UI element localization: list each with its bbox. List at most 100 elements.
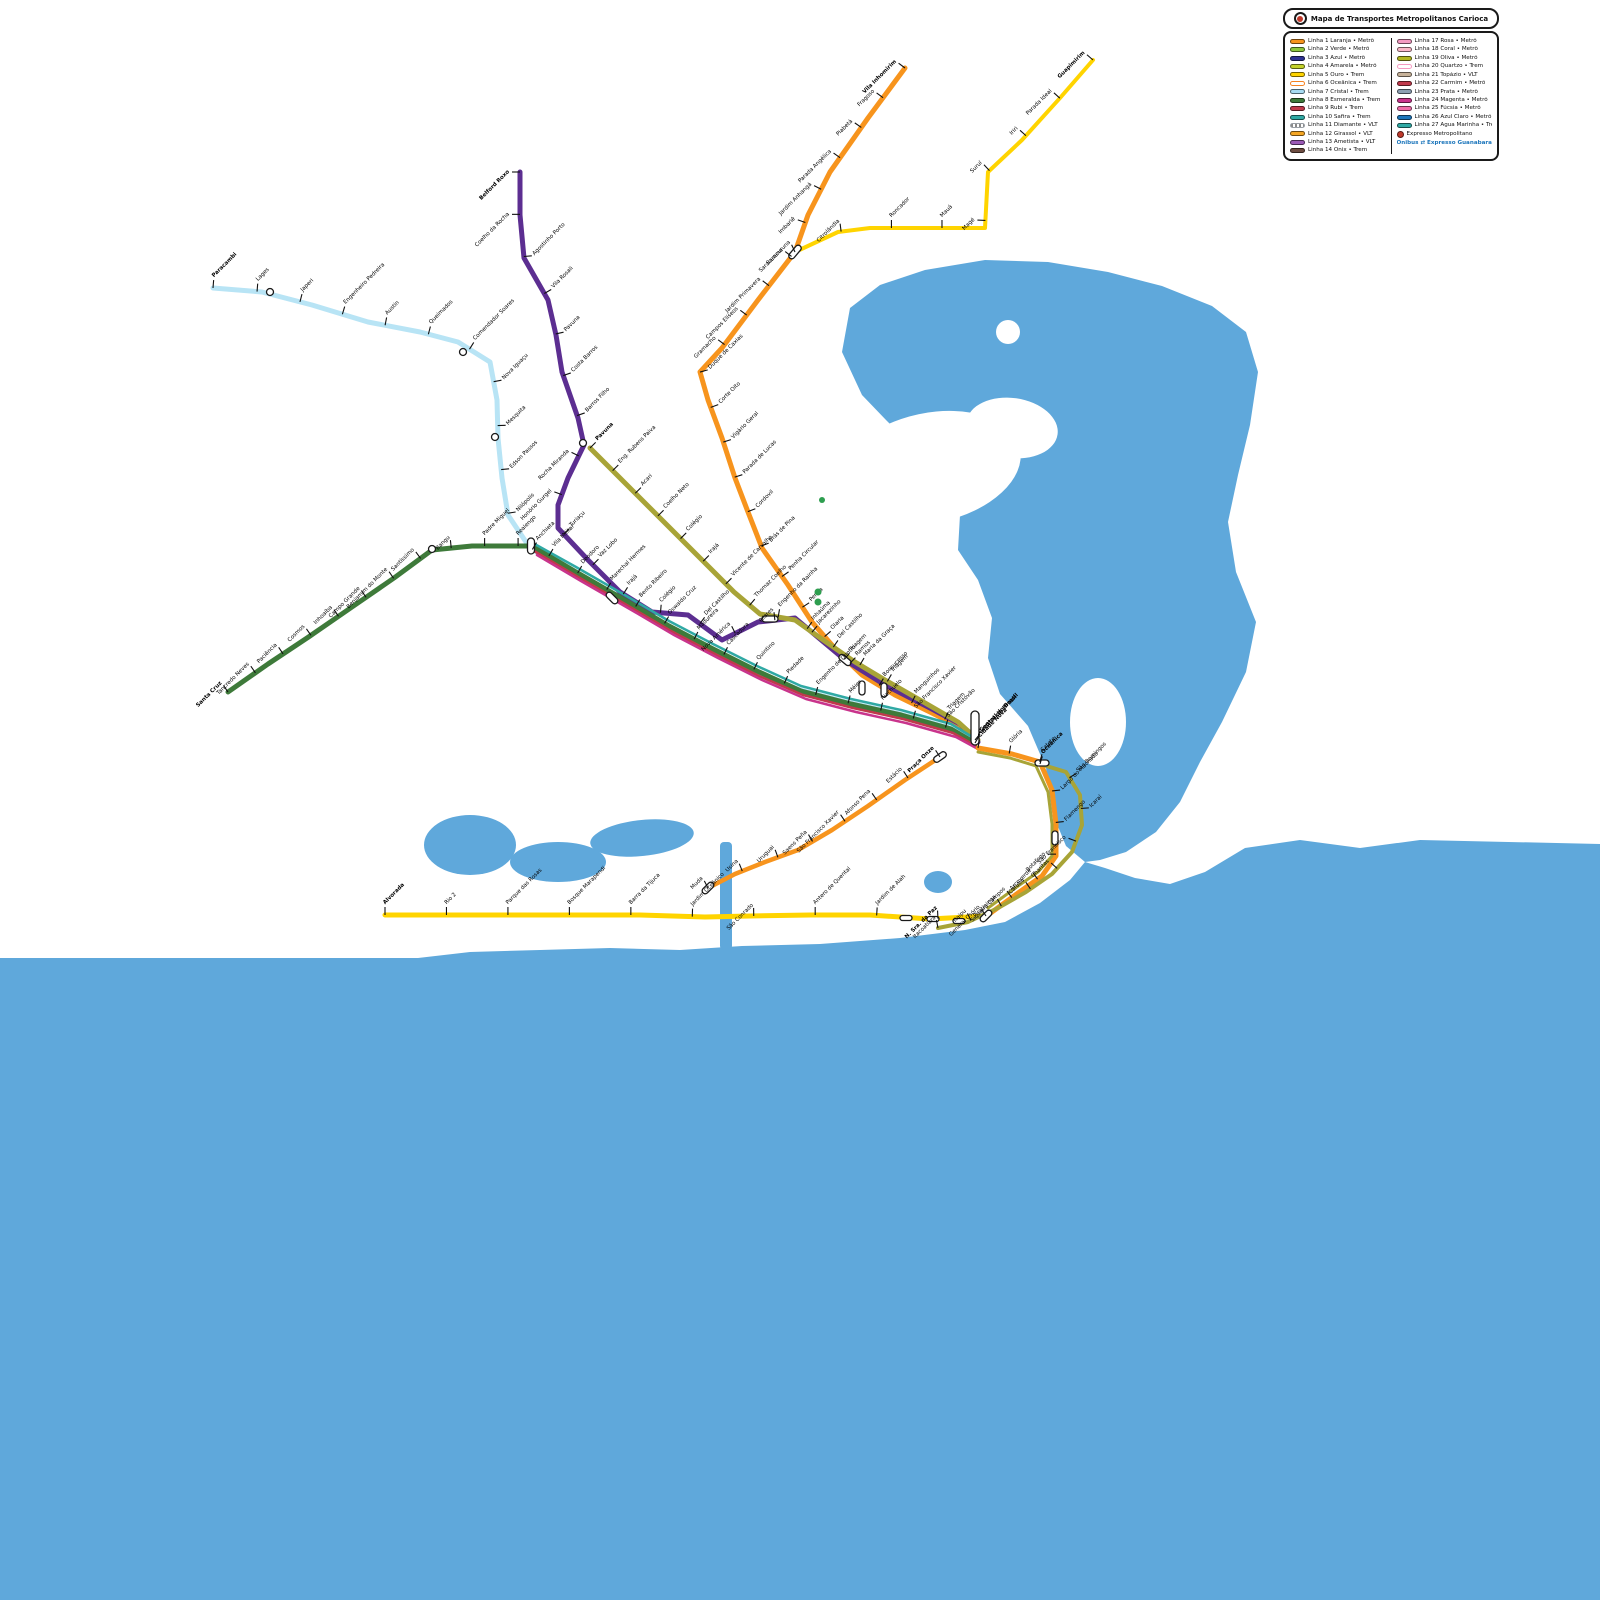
station-label: Parada de Lucas: [742, 439, 778, 475]
station-tick: [723, 647, 728, 655]
line-color-pill-icon: [1396, 97, 1412, 103]
station-label: Anchieta: [535, 520, 556, 541]
station-tick: [833, 152, 841, 159]
station-label: Cordovil: [755, 489, 776, 510]
legend-entry-label: Linha 9 Rubi • Trem: [1308, 105, 1364, 112]
line-color-pill-icon: [1396, 106, 1412, 112]
station-tick: [341, 306, 346, 315]
station-tick: [1006, 890, 1013, 898]
line-color-pill-icon: [1290, 106, 1305, 112]
lagoon-water: [924, 871, 952, 893]
station-label: Pavuna: [595, 421, 616, 442]
poi-dot: [814, 598, 822, 606]
station-tick: [815, 686, 819, 695]
station-tick: [333, 609, 339, 617]
interchange-marker: [970, 710, 980, 746]
station-tick: [1053, 92, 1061, 99]
station-label: Queimados: [428, 299, 454, 325]
station-tick: [876, 92, 884, 99]
station-tick: [278, 646, 284, 655]
station-tick: [699, 369, 708, 373]
station-tick: [507, 511, 516, 514]
station-tick: [1086, 54, 1094, 61]
station-label: Imbariê: [777, 215, 797, 235]
station-label: Comendador Soares: [472, 298, 516, 342]
station-tick: [576, 412, 585, 417]
station-tick: [983, 164, 990, 172]
station-tick: [693, 631, 699, 640]
station-tick: [911, 695, 916, 704]
legend-entry-label: Linha 10 Safira • Trem: [1308, 113, 1371, 120]
station-tick: [501, 468, 510, 471]
station-tick: [871, 793, 878, 801]
station-tick: [717, 339, 725, 346]
line-color-pill-icon: [1396, 38, 1412, 44]
lagoon-water: [510, 842, 606, 882]
station-tick: [1025, 882, 1031, 890]
station-label: Jardim Primavera: [724, 276, 762, 314]
station-tick: [840, 814, 846, 822]
legend-entry: Linha 26 Azul Claro • Metrô: [1396, 113, 1493, 120]
station-label: Austin: [384, 300, 401, 317]
station-tick: [738, 863, 743, 872]
line-color-pill-icon: [1290, 148, 1305, 154]
lagoon-water: [590, 819, 694, 857]
station-label: Vila Rosali: [551, 265, 575, 289]
station-tick: [774, 849, 779, 858]
station-label: Belford Roxo: [478, 169, 511, 202]
legend-entry-label: Linha 11 Diamante • VLT: [1308, 122, 1378, 129]
station-label: Corte Oito: [718, 381, 743, 406]
station-tick: [469, 342, 475, 350]
station-tick: [415, 551, 422, 559]
station-tick: [555, 331, 564, 335]
station-label: Mesquita: [505, 405, 527, 427]
station-label: Colégio: [658, 584, 678, 604]
legend-entry: Linha 21 Topázio • VLT: [1396, 72, 1493, 78]
station-tick: [543, 289, 552, 294]
legend-entry: Linha 2 Verde • Metrô: [1290, 46, 1386, 52]
route-line-linha-1-ramal: [705, 754, 943, 891]
line-color-pill-icon: [1396, 114, 1412, 120]
station-label: Jardim de Alah: [874, 873, 908, 907]
station-label: Padre Miguel: [482, 507, 512, 537]
station-tick: [898, 62, 906, 69]
station-label: Barros Filho: [584, 386, 611, 413]
interchange-marker: [578, 438, 588, 448]
station-tick: [977, 740, 980, 749]
interchange-marker: [605, 591, 619, 605]
interchange-marker: [899, 914, 913, 922]
station-tick: [762, 280, 770, 287]
station-tick: [361, 590, 367, 598]
station-tick: [212, 279, 215, 289]
island: [966, 397, 1058, 459]
legend-entry: Linha 17 Rosa • Metrô: [1396, 38, 1493, 44]
legend-entry-label: Linha 22 Carmim • Metrô: [1414, 80, 1486, 87]
legend-entry-label: Linha 20 Quartzo • Trem: [1414, 63, 1484, 70]
station-tick: [1039, 754, 1043, 763]
legend-entry: Linha 11 Diamante • VLT: [1290, 122, 1386, 128]
station-label: Cidade Nova: [977, 707, 1009, 739]
station-tick: [606, 582, 612, 590]
station-label: Pavuna: [563, 315, 581, 333]
route-line-linha-4-amarela: [382, 912, 989, 922]
station-tick: [703, 880, 709, 889]
legend-entry: Linha 8 Esmeralda • Trem: [1290, 97, 1386, 103]
line-color-pill-icon: [1290, 80, 1305, 86]
legend-entry-label: Linha 25 Fúcsia • Metrô: [1414, 105, 1481, 112]
line-color-pill-icon: [1396, 47, 1412, 53]
legend-title-bar: Mapa de Transportes Metropolitanos Cario…: [1283, 8, 1499, 29]
legend-entry: Linha 1 Laranja • Metrô: [1290, 38, 1386, 44]
route-line-santa-cruz: [225, 543, 978, 746]
station-label: Coelho Neto: [663, 481, 692, 510]
station-label: Vaz Lobo: [597, 537, 619, 559]
station-tick: [880, 702, 883, 711]
poi-dot: [814, 588, 822, 596]
station-tick: [944, 711, 949, 720]
station-tick: [523, 255, 532, 258]
legend-entry: Expresso Metropolitano: [1396, 130, 1493, 138]
legend-entry: Linha 7 Cristal • Trem: [1290, 89, 1386, 95]
legend-entry-label: Linha 26 Azul Claro • Metrô: [1414, 113, 1492, 120]
legend: Mapa de Transportes Metropolitanos Cario…: [1283, 8, 1499, 161]
station-tick: [659, 604, 662, 613]
